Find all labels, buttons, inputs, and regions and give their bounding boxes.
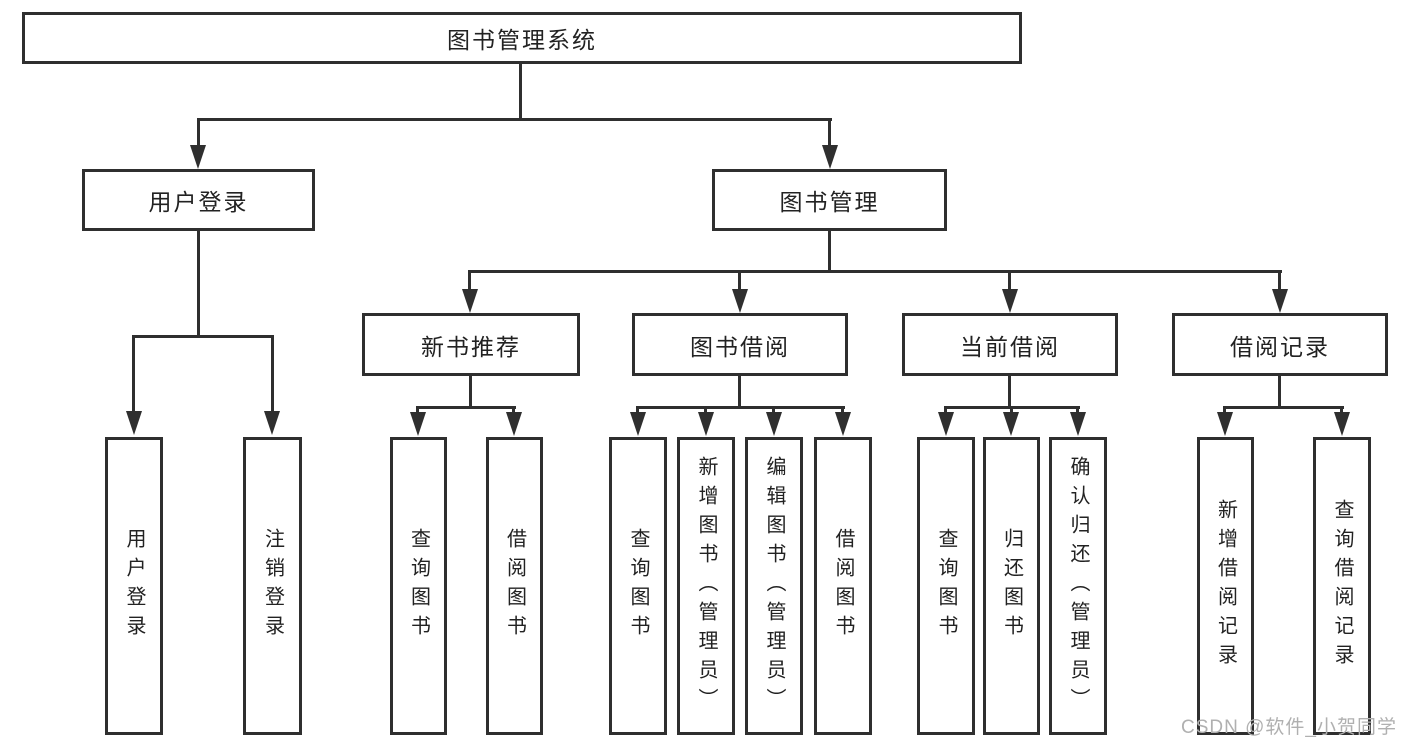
arrow-down-icon [938,412,954,436]
connector-groupB-stem [738,376,741,409]
leaf-label: 新增图书（管理员） [695,455,717,717]
leaf-label: 用户登录 [123,528,145,644]
leaf-user-login: 用户登录 [105,437,163,735]
connector-drop-user-login [197,118,200,147]
connector-drop [1340,406,1343,416]
leaf-borrow-books: 借阅图书 [814,437,872,735]
connector-drop [772,406,775,416]
leaf-query-books-current: 查询图书 [917,437,975,735]
connector-drop [841,406,844,416]
leaf-label: 查询图书 [627,528,649,644]
leaf-query-books-borrow: 查询图书 [609,437,667,735]
arrow-down-icon [462,289,478,313]
connector-user-hbar [132,335,274,338]
arrow-down-icon [410,412,426,436]
connector-drop [1010,406,1013,416]
connector-drop-borrow-records [1278,270,1281,291]
node-new-book-recommend: 新书推荐 [362,313,580,376]
node-library-system: 图书管理系统 [22,12,1022,64]
arrow-down-icon [126,411,142,435]
connector-drop-book-management [828,118,831,147]
connector-groupD-stem [1278,376,1281,409]
leaf-query-books-recommend: 查询图书 [390,437,447,735]
connector-drop [512,406,515,416]
connector-drop [636,406,639,416]
arrow-down-icon [732,289,748,313]
leaf-label: 编辑图书（管理员） [763,455,785,717]
connector-groupC-stem [1008,376,1011,409]
leaf-borrow-books-recommend: 借阅图书 [486,437,543,735]
node-label: 借阅记录 [1230,333,1330,360]
leaf-add-borrow-record: 新增借阅记录 [1197,437,1254,735]
leaf-label: 查询图书 [935,528,957,644]
connector-groupA-hbar [416,406,516,409]
connector-groupB-hbar [636,406,845,409]
connector-groupD-hbar [1223,406,1344,409]
leaf-query-borrow-record: 查询借阅记录 [1313,437,1371,735]
leaf-label: 注销登录 [261,528,284,644]
connector-drop-book-borrow [738,270,741,291]
leaf-label: 确认归还（管理员） [1067,455,1089,717]
arrow-down-icon [264,411,280,435]
arrow-down-icon [1272,289,1288,313]
connector-drop [1223,406,1226,416]
arrow-down-icon [506,412,522,436]
connector-groupA-stem [469,376,472,409]
node-label: 图书管理系统 [447,27,597,53]
node-current-borrow: 当前借阅 [902,313,1118,376]
connector-drop-leaf-logout [271,335,274,413]
connector-drop-leaf-user-login [132,335,135,413]
csdn-watermark: CSDN @软件_小贺同学 [1181,717,1397,738]
node-borrow-records: 借阅记录 [1172,313,1388,376]
node-label: 用户登录 [148,189,249,215]
arrow-down-icon [630,412,646,436]
connector-drop [416,406,419,416]
connector-mgmt-hbar [468,270,1282,273]
leaf-add-books-admin: 新增图书（管理员） [677,437,735,735]
node-label: 当前借阅 [960,333,1060,360]
connector-mgmt-stem [828,231,831,273]
arrow-down-icon [1070,412,1086,436]
leaf-label: 新增借阅记录 [1214,499,1237,673]
connector-drop [944,406,947,416]
node-label: 新书推荐 [421,333,521,360]
connector-drop-current-borrow [1008,270,1011,291]
node-book-borrow: 图书借阅 [632,313,848,376]
leaf-logout: 注销登录 [243,437,302,735]
arrow-down-icon [1217,412,1233,436]
arrow-down-icon [698,412,714,436]
connector-root-stem [519,63,522,120]
leaf-return-books: 归还图书 [983,437,1040,735]
leaf-label: 查询借阅记录 [1331,499,1353,673]
arrow-down-icon [1002,289,1018,313]
leaf-confirm-return-admin: 确认归还（管理员） [1049,437,1107,735]
arrow-down-icon [190,145,206,169]
node-label: 图书管理 [779,189,880,215]
connector-drop-new-book [468,270,471,291]
arrow-down-icon [1003,412,1019,436]
leaf-label: 借阅图书 [503,528,526,644]
leaf-edit-books-admin: 编辑图书（管理员） [745,437,803,735]
connector-root-hbar [197,118,832,121]
arrow-down-icon [1334,412,1350,436]
connector-user-stem [197,230,200,337]
leaf-label: 归还图书 [1000,528,1023,644]
arrow-down-icon [822,145,838,169]
node-book-management: 图书管理 [712,169,947,231]
connector-drop [704,406,707,416]
node-user-login: 用户登录 [82,169,315,231]
arrow-down-icon [766,412,782,436]
arrow-down-icon [835,412,851,436]
leaf-label: 借阅图书 [832,528,854,644]
node-label: 图书借阅 [690,333,790,360]
connector-drop [1076,406,1079,416]
leaf-label: 查询图书 [407,528,430,644]
